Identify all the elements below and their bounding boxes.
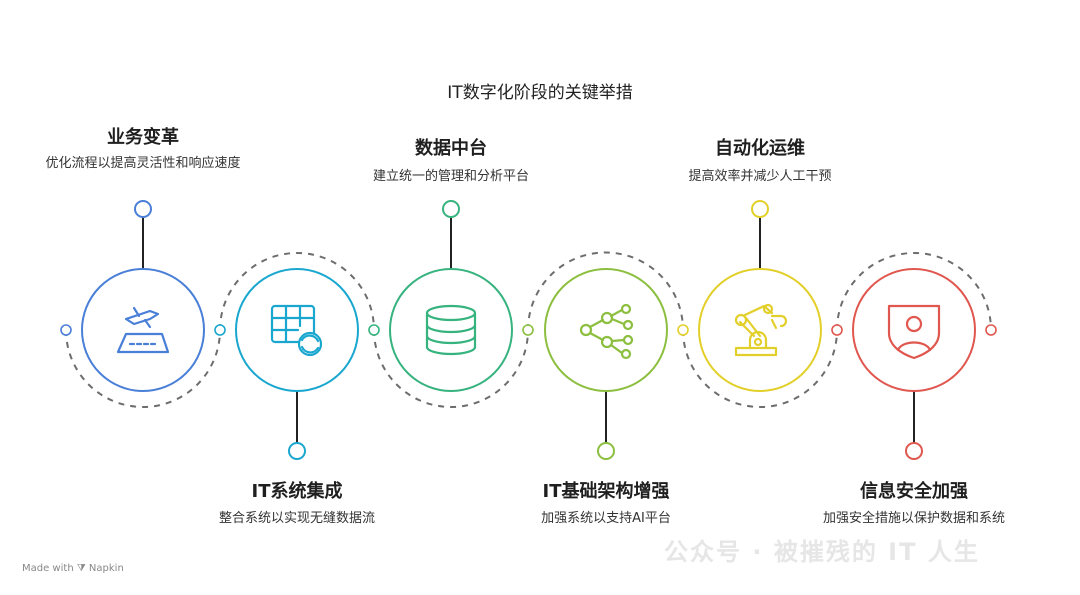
stem-dot (134, 200, 152, 218)
step-title-it-integration: IT系统集成 (251, 481, 343, 502)
dashed-connector (682, 329, 838, 408)
dashed-connector (373, 329, 529, 408)
dashed-connector (836, 252, 992, 331)
junction-dot (831, 324, 843, 336)
step-desc-security: 加强安全措施以保护数据和系统 (822, 511, 1005, 526)
step-circle (698, 268, 822, 392)
junction-dot (60, 324, 72, 336)
step-title-automated-ops: 自动化运维 (715, 138, 805, 159)
stem-dot (288, 442, 306, 460)
step-desc-infra-enhancement: 加强系统以支持AI平台 (541, 511, 671, 526)
step-circle (544, 268, 668, 392)
table-sync-icon (270, 304, 323, 357)
dashed-connector (527, 251, 684, 331)
junction-dot (677, 324, 689, 336)
step-desc-automated-ops: 提高效率并减少人工干预 (688, 169, 832, 184)
step-title-security: 信息安全加强 (860, 481, 968, 502)
step-desc-business-transformation: 优化流程以提高灵活性和响应速度 (45, 156, 241, 171)
dashed-connector (219, 252, 375, 331)
stem-dot (442, 200, 460, 218)
airplane-landing-icon (116, 306, 170, 354)
step-desc-data-platform: 建立统一的管理和分析平台 (372, 169, 529, 184)
step-circle (81, 268, 205, 392)
junction-dot (522, 324, 534, 336)
step-title-business-transformation: 业务变革 (107, 127, 179, 148)
dashed-connector (65, 329, 221, 408)
shield-user-icon (887, 304, 941, 360)
made-with-napkin-footer: Made with ⧩ Napkin (22, 563, 124, 574)
step-title-data-platform: 数据中台 (415, 138, 487, 159)
junction-dot (214, 324, 226, 336)
network-icon (579, 303, 634, 360)
stem-dot (597, 442, 615, 460)
watermark: 公众号 · 被摧残的 IT 人生 (664, 538, 980, 566)
junction-dot (368, 324, 380, 336)
junction-dot (985, 324, 997, 336)
robot-arm-icon (734, 303, 788, 357)
step-desc-it-integration: 整合系统以实现无缝数据流 (218, 511, 375, 526)
step-circle (389, 268, 513, 392)
step-title-infra-enhancement: IT基础架构增强 (542, 481, 670, 502)
database-icon (425, 304, 477, 356)
stem-dot (751, 200, 769, 218)
diagram-title: IT数字化阶段的关键举措 (447, 83, 633, 103)
stem-dot (905, 442, 923, 460)
